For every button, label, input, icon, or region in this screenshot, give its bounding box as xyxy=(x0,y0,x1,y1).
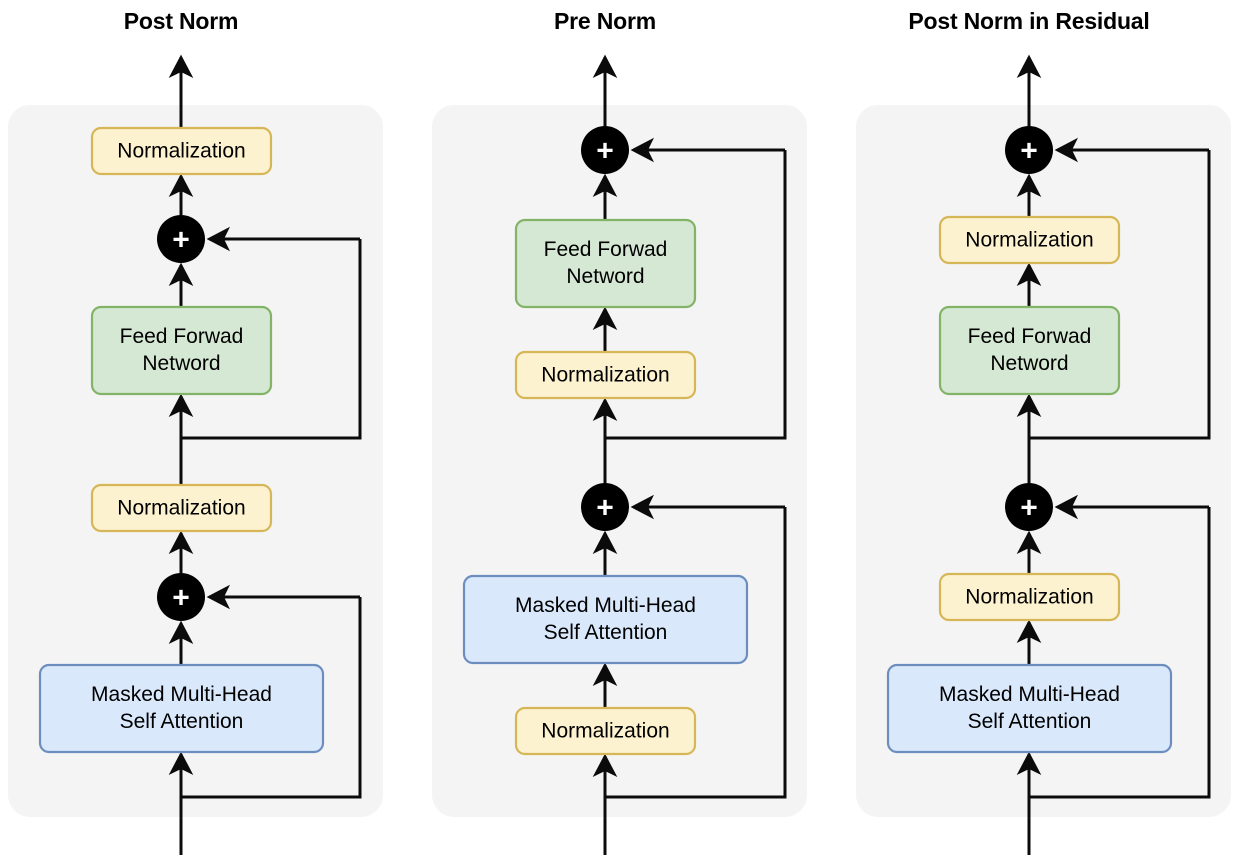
add-node-ffn-add: + xyxy=(1005,126,1053,174)
block-box xyxy=(90,483,273,533)
plus-sign: + xyxy=(172,582,190,615)
add-node-attention-add: + xyxy=(581,483,629,531)
block-label: Netword xyxy=(142,352,220,375)
block-box xyxy=(938,215,1121,265)
add-node-attention-add: + xyxy=(1005,483,1053,531)
block-attention-normalization: Normalization xyxy=(514,706,697,756)
block-label: Normalization xyxy=(541,364,669,387)
add-circle xyxy=(581,483,629,531)
residual-path-attention-residual-loop xyxy=(181,597,362,799)
residual-path-attention-residual-loop xyxy=(605,507,787,799)
residual-path-attention-residual-loop xyxy=(1029,507,1211,799)
block-label: Feed Forwad xyxy=(120,325,244,348)
block-label: Normalization xyxy=(117,497,245,520)
residual-path-ffn-residual-loop xyxy=(181,239,362,440)
block-label: Netword xyxy=(566,265,644,288)
plus-sign: + xyxy=(596,492,614,525)
block-box xyxy=(938,305,1121,396)
block-box xyxy=(462,574,749,665)
add-node-ffn-add: + xyxy=(157,215,205,263)
block-box xyxy=(90,305,273,396)
block-box xyxy=(886,663,1173,754)
block-attention-normalization: Normalization xyxy=(90,483,273,533)
block-label: Masked Multi-Head xyxy=(515,594,696,617)
column-title-post-norm: Post Norm xyxy=(123,8,239,34)
plus-sign: + xyxy=(1020,135,1038,168)
plus-sign: + xyxy=(1020,492,1038,525)
block-box xyxy=(938,572,1121,622)
block-label: Feed Forwad xyxy=(968,325,1092,348)
column-title-pre-norm: Pre Norm xyxy=(554,8,656,34)
block-ffn-normalization: Normalization xyxy=(90,126,273,176)
block-label: Normalization xyxy=(965,586,1093,609)
block-box xyxy=(514,706,697,756)
plus-sign: + xyxy=(172,224,190,257)
block-label: Feed Forwad xyxy=(544,238,668,261)
residual-path-ffn-residual-loop xyxy=(1029,150,1211,440)
block-box xyxy=(514,350,697,400)
block-box xyxy=(38,663,325,754)
block-label: Self Attention xyxy=(968,710,1092,733)
add-circle xyxy=(581,126,629,174)
add-circle xyxy=(1005,483,1053,531)
block-label: Self Attention xyxy=(120,710,244,733)
block-box xyxy=(90,126,273,176)
block-label: Netword xyxy=(990,352,1068,375)
add-circle xyxy=(157,215,205,263)
block-label: Masked Multi-Head xyxy=(91,683,272,706)
block-label: Masked Multi-Head xyxy=(939,683,1120,706)
add-node-attention-add: + xyxy=(157,573,205,621)
add-circle xyxy=(157,573,205,621)
block-ffn-normalization: Normalization xyxy=(938,215,1121,265)
add-circle xyxy=(1005,126,1053,174)
residual-path-ffn-residual-loop xyxy=(605,150,787,440)
plus-sign: + xyxy=(596,135,614,168)
add-node-ffn-add: + xyxy=(581,126,629,174)
block-label: Normalization xyxy=(541,720,669,743)
column-panel-post-norm xyxy=(8,105,383,817)
block-label: Normalization xyxy=(117,140,245,163)
block-label: Self Attention xyxy=(544,621,668,644)
block-attention-normalization: Normalization xyxy=(938,572,1121,622)
column-title-post-norm-in-residual: Post Norm in Residual xyxy=(908,8,1150,34)
block-label: Normalization xyxy=(965,229,1093,252)
block-ffn-normalization: Normalization xyxy=(514,350,697,400)
block-box xyxy=(514,218,697,309)
column-panel-post-norm-in-residual xyxy=(856,105,1231,817)
